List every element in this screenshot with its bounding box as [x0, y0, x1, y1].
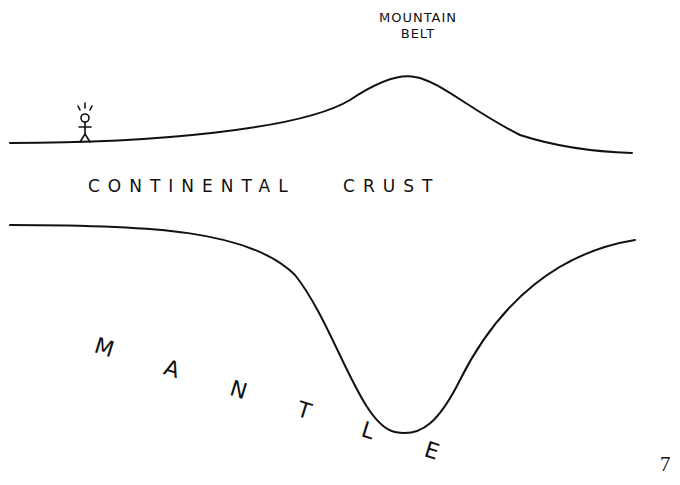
page-number: 7 — [660, 452, 671, 477]
crust-base — [10, 225, 635, 433]
crust-label: CONTINENTAL CRUST — [88, 176, 440, 196]
stick-figure — [78, 103, 92, 142]
mountain-label: MOUNTAIN BELT — [368, 10, 468, 41]
mantle-label: MANTLE — [91, 332, 494, 482]
ground-surface — [10, 76, 632, 153]
